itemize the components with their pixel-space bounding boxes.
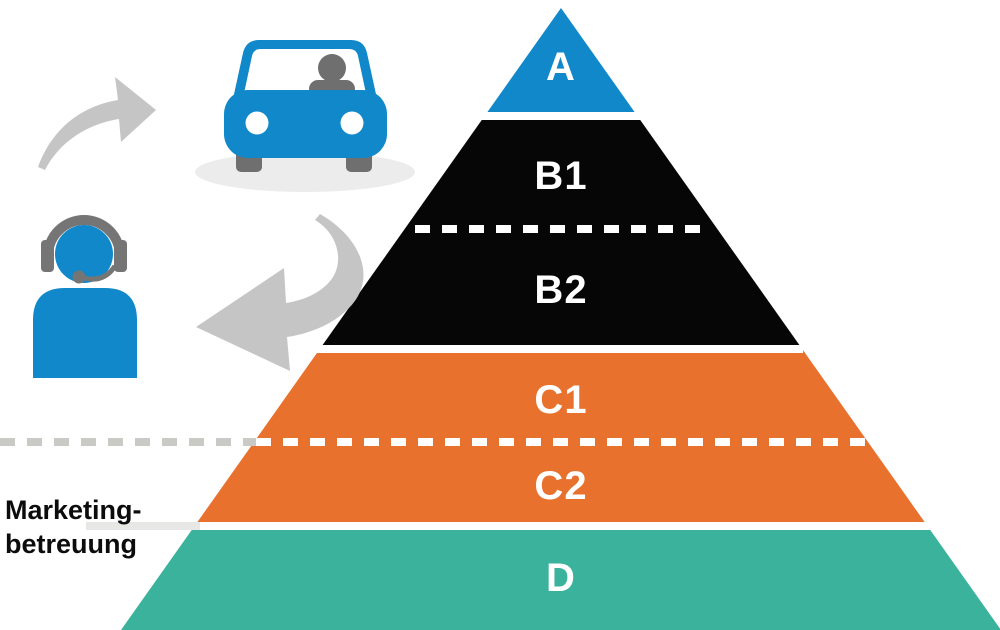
separator-c2-d (200, 522, 947, 530)
arrow-left-curved-icon (196, 214, 364, 371)
car-with-driver-icon (195, 40, 415, 192)
support-agent-headset-icon (33, 215, 137, 378)
level-label-a: A (546, 45, 576, 89)
separator-b2-c1 (315, 345, 803, 353)
marketing-annotation-line2: betreuung (5, 529, 137, 559)
level-label-c1: C1 (534, 378, 588, 422)
separator-c1-c2-dashed-left (0, 438, 256, 446)
arrow-right-curved-icon (38, 77, 156, 170)
marketing-annotation-line1: Marketing- (5, 495, 142, 525)
level-label-d: D (546, 556, 576, 600)
separator-a-b1 (413, 112, 691, 120)
separator-c1-c2-dashed (256, 438, 886, 446)
level-label-b2: B2 (534, 268, 588, 312)
separator-c2-d-left (86, 522, 202, 530)
level-label-c2: C2 (534, 464, 588, 508)
marketing-annotation: Marketing- betreuung (5, 493, 142, 561)
level-label-b1: B1 (534, 154, 588, 198)
pyramid-level-d (121, 526, 1000, 630)
separator-b1-b2-dashed (415, 225, 707, 233)
